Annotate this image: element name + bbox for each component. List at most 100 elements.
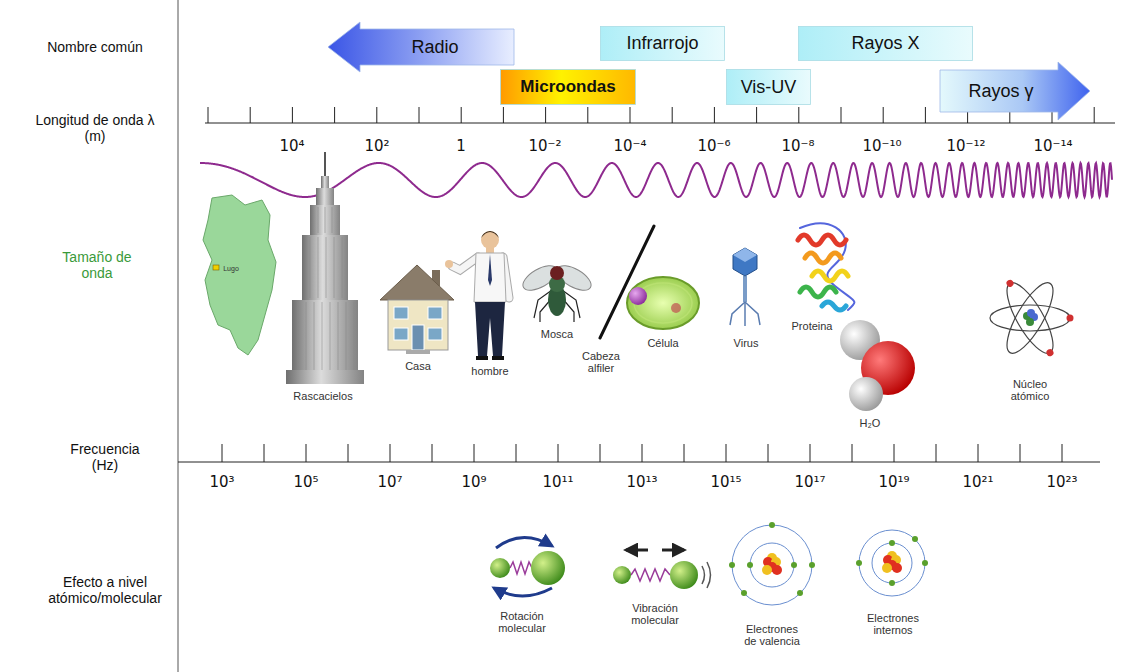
skyscraper-figure <box>318 237 319 298</box>
frequency-tick-label: 10²¹ <box>962 473 993 491</box>
rotation-figure <box>510 562 532 574</box>
rotation-figure <box>490 558 510 578</box>
wavelength-axis <box>503 107 504 123</box>
picture-caption: Cabeza alfiler <box>579 350 623 374</box>
skyscraper-figure <box>314 302 315 370</box>
pin-figure <box>600 226 654 338</box>
house-figure <box>394 307 408 319</box>
frequency-axis <box>474 444 475 462</box>
virus-figure <box>733 248 757 262</box>
skyscraper-figure <box>286 370 364 384</box>
wavelength-axis <box>841 107 842 123</box>
picture-caption: Célula <box>647 337 678 349</box>
atom-figure <box>999 277 1062 359</box>
band-shape <box>501 70 636 105</box>
skyscraper-figure <box>324 152 326 176</box>
skyscraper-figure <box>332 207 333 233</box>
wavelength-tick-label: 10⁻¹² <box>946 137 985 155</box>
virus-figure <box>744 302 746 326</box>
cell-figure <box>629 287 647 305</box>
atom-figure <box>1027 309 1035 317</box>
atom-figure <box>990 277 1070 359</box>
rotation-figure <box>490 537 565 596</box>
man-figure <box>492 356 504 360</box>
virus-figure <box>743 276 747 302</box>
house-figure <box>412 325 424 350</box>
valence-electrons-figure <box>750 543 794 587</box>
inner-electrons-figure <box>912 536 918 542</box>
frequency-axis <box>1020 444 1021 462</box>
inner-electrons-figure <box>889 540 895 546</box>
spectrum-band: Vis-UV <box>726 69 811 105</box>
inner-electrons-figure <box>856 560 862 566</box>
wavelength-axis <box>672 107 673 123</box>
frequency-tick-label: 10¹⁵ <box>710 473 741 491</box>
wavelength-axis <box>798 107 799 123</box>
valence-electrons-figure <box>797 590 803 596</box>
frequency-axis <box>558 444 559 462</box>
skyscraper-figure <box>298 207 354 370</box>
wavelength-axis <box>250 107 251 123</box>
skyscraper-figure <box>346 302 347 370</box>
picture-caption: Casa <box>405 360 431 372</box>
band-label: Vis-UV <box>741 77 797 98</box>
valence-electrons-figure <box>769 522 775 528</box>
atom-figure <box>1026 318 1034 326</box>
band-label: Radio <box>411 37 458 58</box>
picture-caption: Proteina <box>792 320 833 332</box>
wavelength-axis <box>714 107 715 123</box>
pin-figure <box>600 226 654 338</box>
man-figure <box>475 302 505 356</box>
protein-figure <box>805 253 841 263</box>
wavelength-axis <box>925 107 926 123</box>
picture-caption: Rascacielos <box>293 390 352 402</box>
inner-electrons-figure <box>872 543 912 583</box>
skyscraper-figure <box>292 300 358 372</box>
house-figure <box>428 328 442 340</box>
skyscraper-figure <box>286 152 364 384</box>
virus-figure <box>730 302 745 325</box>
frequency-tick-label: 10⁵ <box>293 473 318 491</box>
frequency-tick-label: 10¹³ <box>626 473 657 491</box>
inner-electrons-figure <box>856 530 928 596</box>
frequency-axis <box>978 444 979 462</box>
wavelength-tick-label: 1 <box>456 137 466 155</box>
frequency-axis <box>390 444 391 462</box>
frequency-axis <box>894 444 895 462</box>
frequency-axis <box>684 444 685 462</box>
skyscraper-figure <box>338 302 339 370</box>
wavelength-axis <box>292 107 293 123</box>
frequency-tick-label: 10¹⁷ <box>794 473 825 491</box>
frequency-tick-label: 10¹¹ <box>542 473 573 491</box>
frequency-tick-label: 10²³ <box>1046 473 1077 491</box>
vibration-figure <box>626 549 648 552</box>
picture-caption: hombre <box>471 365 508 377</box>
inner-electrons-figure <box>889 580 895 586</box>
man-figure <box>445 260 453 268</box>
man-figure <box>481 231 499 238</box>
skyscraper-figure <box>334 237 335 298</box>
skyscraper-figure <box>302 235 348 300</box>
skyscraper-figure <box>310 237 311 298</box>
wavelength-tick-label: 10² <box>364 137 389 155</box>
atom-figure <box>1067 315 1074 322</box>
row-heading: Frecuencia (Hz) <box>63 441 148 473</box>
virus-figure <box>730 248 760 326</box>
fly-figure <box>519 261 595 322</box>
band-arrow <box>328 22 514 72</box>
frequency-tick-label: 10¹⁹ <box>878 473 909 491</box>
house-figure <box>380 265 454 300</box>
wavelength-tick-label: 10⁻⁸ <box>781 137 814 155</box>
row-heading: Longitud de onda λ (m) <box>33 112 158 144</box>
rotation-figure <box>496 537 552 548</box>
frequency-axis <box>726 444 727 462</box>
frequency-axis <box>516 444 517 462</box>
skyscraper-figure <box>316 188 334 205</box>
man-figure <box>452 257 478 270</box>
band-label: Microondas <box>520 77 615 97</box>
skyscraper-figure <box>342 237 343 298</box>
wavelength-tick-label: 10⁻¹⁴ <box>1033 137 1072 155</box>
skyscraper-figure <box>318 207 319 233</box>
spectrum-band: Microondas <box>500 69 636 105</box>
